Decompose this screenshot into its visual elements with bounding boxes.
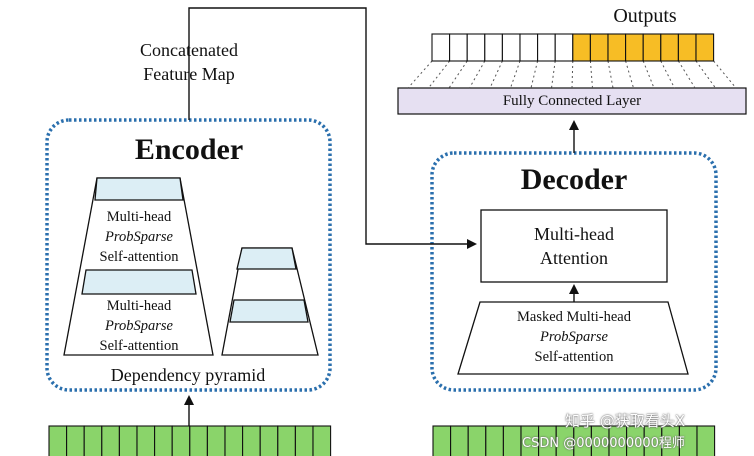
output-cell-predicted — [589, 33, 609, 62]
input-cell — [189, 425, 208, 456]
feature-map-label: Concatenated Feature Map — [110, 38, 268, 86]
input-cell — [312, 425, 332, 456]
input-cell — [83, 425, 103, 456]
encoder-block-2-line2: ProbSparse — [105, 318, 173, 334]
decoder-attention-box — [480, 209, 668, 283]
input-cell — [206, 425, 226, 456]
decoder-masked-attention — [457, 301, 689, 375]
input-cell — [259, 425, 279, 456]
output-cell-predicted — [660, 33, 679, 62]
output-cell-predicted — [625, 33, 644, 62]
output-cell — [449, 33, 468, 62]
input-cell — [467, 425, 487, 456]
fan-line — [489, 60, 503, 89]
fan-line — [571, 60, 574, 89]
encoder-block-2-label: Multi-head ProbSparse Self-attention — [74, 296, 204, 356]
fc-layer-label: Fully Connected Layer — [502, 93, 642, 109]
fan-line — [677, 60, 696, 89]
input-cell — [485, 425, 504, 456]
fan-line — [607, 60, 614, 89]
decoder-masked-line1: Masked Multi-head — [517, 309, 631, 325]
feature-map-line2: Feature Map — [143, 64, 235, 84]
encoder-block-1-line2: ProbSparse — [105, 229, 173, 245]
input-cell — [242, 425, 261, 456]
fan-line — [642, 60, 655, 89]
output-cells — [431, 33, 715, 62]
decoder-attention-label: Multi-head Attention — [481, 222, 667, 270]
output-fan-lines — [407, 60, 737, 89]
encoder-title: Encoder — [134, 133, 244, 166]
output-cell — [519, 33, 539, 62]
input-cell — [450, 425, 469, 456]
watermark-line2: CSDN @0000000000程师 — [522, 436, 685, 451]
input-cell — [66, 425, 85, 456]
input-cell — [101, 425, 120, 456]
encoder-block-1-label: Multi-head ProbSparse Self-attention — [78, 207, 200, 267]
fan-line — [448, 60, 468, 89]
output-cell — [537, 33, 556, 62]
fan-line — [510, 60, 521, 89]
input-cell — [224, 425, 244, 456]
encoder-stack-mid-band — [81, 269, 197, 295]
output-cell — [466, 33, 486, 62]
fan-line — [530, 60, 539, 89]
input-cell — [294, 425, 314, 456]
fan-line — [407, 60, 433, 89]
fan-line — [625, 60, 634, 89]
fan-line — [713, 60, 737, 89]
input-cell — [502, 425, 522, 456]
fully-connected-layer — [397, 87, 747, 115]
output-cell-predicted — [642, 33, 662, 62]
decoder-input-cells — [432, 425, 716, 456]
encoder-block-1-line1: Multi-head — [106, 209, 172, 225]
output-cell — [484, 33, 503, 62]
output-cell — [431, 33, 451, 62]
output-cell-predicted — [572, 33, 591, 62]
feature-map-line1: Concatenated — [140, 40, 238, 60]
fan-line — [551, 60, 556, 89]
encoder-input-cells — [48, 425, 332, 456]
decoder-masked-line3: Self-attention — [534, 349, 614, 365]
fan-line — [589, 60, 593, 89]
encoder-block-1-line3: Self-attention — [99, 249, 179, 265]
input-cell — [696, 425, 716, 456]
encoder-stack-top-band — [94, 177, 184, 201]
output-cell — [554, 33, 574, 62]
fan-line — [428, 60, 450, 89]
fan-line — [660, 60, 675, 89]
input-cell — [277, 425, 296, 456]
outputs-label: Outputs — [613, 5, 677, 27]
encoder-block-2-line1: Multi-head — [106, 298, 172, 314]
fan-line — [695, 60, 716, 89]
watermark-line1: 知乎 @获取看头X — [565, 412, 686, 430]
decoder-attention-line2: Attention — [540, 248, 608, 268]
input-cell — [118, 425, 138, 456]
input-cell — [136, 425, 156, 456]
decoder-attention-line1: Multi-head — [534, 224, 614, 244]
input-cell — [48, 425, 68, 456]
decoder-masked-line2: ProbSparse — [540, 329, 608, 345]
encoder-block-2-line3: Self-attention — [99, 338, 179, 354]
input-cell — [154, 425, 173, 456]
input-cell — [171, 425, 191, 456]
fan-line — [469, 60, 486, 89]
decoder-title: Decoder — [520, 163, 628, 196]
output-cell-predicted — [677, 33, 697, 62]
input-cell — [432, 425, 452, 456]
output-cell-predicted — [695, 33, 715, 62]
decoder-masked-label: Masked Multi-head ProbSparse Self-attent… — [480, 307, 668, 367]
output-cell-predicted — [607, 33, 627, 62]
dependency-pyramid-label: Dependency pyramid — [110, 365, 266, 385]
small-pyramid-band-1 — [236, 247, 297, 270]
connector-encoder-to-decoder — [188, 7, 477, 249]
small-pyramid-band-2 — [229, 299, 309, 323]
output-cell — [501, 33, 521, 62]
